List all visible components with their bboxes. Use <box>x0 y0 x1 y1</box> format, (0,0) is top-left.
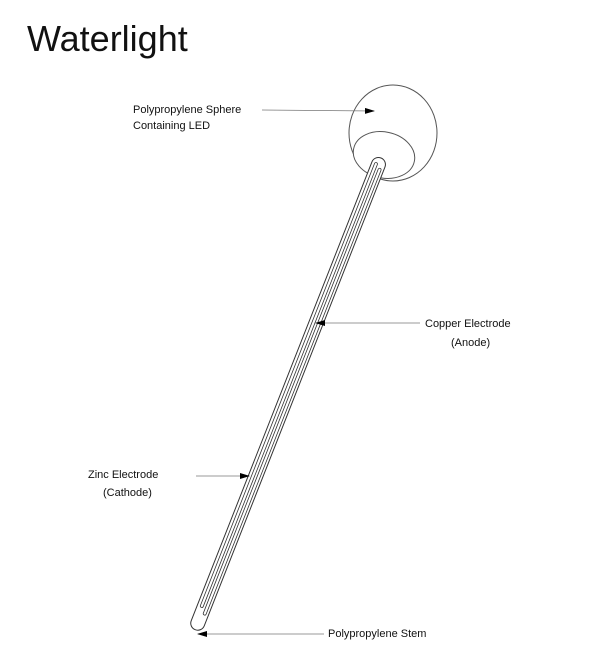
zinc-label-line2: (Cathode) <box>103 487 152 499</box>
zinc-label-line1: Zinc Electrode <box>88 469 158 481</box>
sphere-leader-arrow <box>261 107 375 114</box>
polypropylene-stem <box>190 157 386 631</box>
zinc-electrode <box>199 162 378 608</box>
sphere-label-line2: Containing LED <box>133 120 210 132</box>
copper-label-line1: Copper Electrode <box>425 318 511 330</box>
copper-electrode <box>202 167 382 616</box>
stem-label: Polypropylene Stem <box>328 628 426 640</box>
diagram-title: Waterlight <box>27 18 188 59</box>
sphere-label-line1: Polypropylene Sphere <box>133 104 241 116</box>
copper-label-line2: (Anode) <box>451 337 490 349</box>
